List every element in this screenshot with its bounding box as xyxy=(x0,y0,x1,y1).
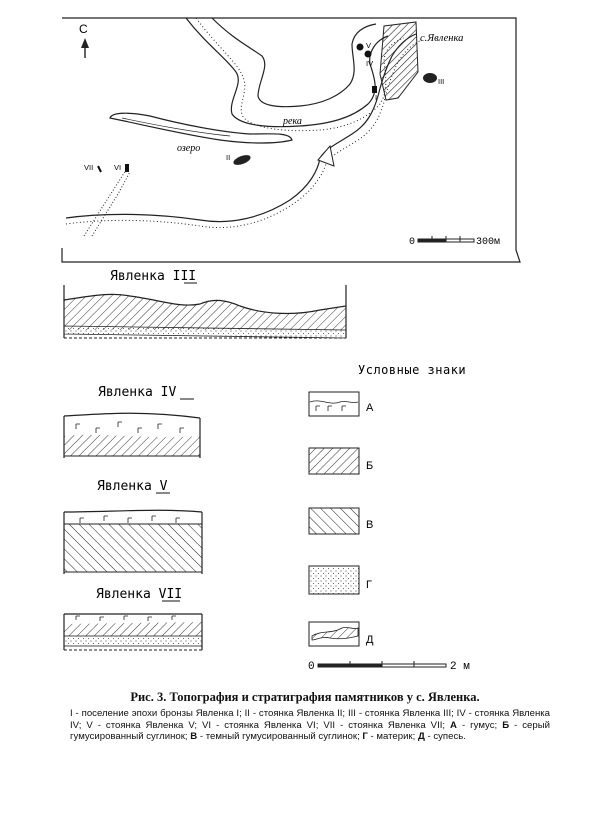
north-arrow-icon xyxy=(81,38,89,58)
site-marker-ii xyxy=(233,155,251,165)
site-label-ii: II xyxy=(226,153,230,162)
section-iii-layer-b xyxy=(64,294,346,330)
river-label: река xyxy=(282,116,302,127)
site-marker-iii xyxy=(423,73,437,83)
village-block xyxy=(379,21,419,101)
site-marker-v xyxy=(356,43,364,51)
section-scale-max: 2 м xyxy=(450,661,470,673)
section-iii: Явленка III xyxy=(63,269,347,339)
legend-swatch-b xyxy=(308,447,360,475)
legend-panel: Условные знаки А Б В Г Д 0 2 м xyxy=(308,363,470,673)
section-iv-title: Явленка IV xyxy=(98,385,176,400)
legend-sites-text: I - поселение эпохи бронзы Явленка I; II… xyxy=(70,708,550,731)
figure-legend: I - поселение эпохи бронзы Явленка I; II… xyxy=(70,708,550,743)
legend-key-v: В xyxy=(190,731,198,743)
legend-key-a: А xyxy=(450,719,457,731)
site-label-iii: III xyxy=(438,77,444,86)
map-frame xyxy=(61,17,521,263)
section-v: Явленка V xyxy=(63,479,203,574)
legend-label-b: Б xyxy=(366,460,373,472)
gully xyxy=(317,144,335,167)
site-label-vi: VI xyxy=(114,163,121,172)
legend-swatch-a xyxy=(308,391,360,417)
section-iv-layer-a xyxy=(75,421,184,433)
section-v-layer-a xyxy=(79,515,180,523)
section-iii-title: Явленка III xyxy=(110,269,196,284)
legend-key-b: Б xyxy=(502,719,510,731)
legend-label-g: Г xyxy=(366,579,372,591)
site-label-iv: IV xyxy=(366,59,373,68)
village-label: с.Явленка xyxy=(420,33,463,44)
terrace-edge xyxy=(195,17,405,132)
ravine xyxy=(83,169,131,237)
river-bank-outer xyxy=(185,17,389,128)
section-iv: Явленка IV xyxy=(63,385,201,458)
legend-text-b: - серый гумусированный суглинок; xyxy=(70,719,550,743)
section-v-layer-v xyxy=(64,524,202,572)
legend-swatch-v xyxy=(308,507,360,535)
topographic-map: С с.Явленка река озеро I II III IV xyxy=(61,17,521,263)
legend-text-g: - материк; xyxy=(367,731,418,743)
lake xyxy=(109,112,293,144)
legend-title: Условные знаки xyxy=(358,363,466,377)
section-vii-layer-a xyxy=(75,615,176,621)
map-scale-max: 300м xyxy=(476,237,500,248)
site-label-i: I xyxy=(375,93,377,102)
legend-label-v: В xyxy=(366,519,373,531)
section-iv-layer-b xyxy=(64,434,200,456)
site-marker-vii xyxy=(97,165,102,173)
section-v-title: Явленка V xyxy=(97,479,168,494)
terrace-line xyxy=(65,33,417,223)
legend-text-v: - темный гумусированный суглинок; xyxy=(197,731,363,743)
legend-key-g: Г xyxy=(362,731,368,743)
site-marker-vi xyxy=(125,164,129,172)
river-bank-inner xyxy=(211,17,377,108)
legend-label-a: А xyxy=(366,402,374,414)
north-label: С xyxy=(79,22,88,36)
legend-key-d: Д xyxy=(417,731,425,743)
site-label-vii: VII xyxy=(84,163,93,172)
section-vii: Явленка VII xyxy=(63,587,203,651)
map-scale-bar xyxy=(417,236,475,243)
figure-caption: Рис. 3. Топография и стратиграфия памятн… xyxy=(130,690,480,704)
section-vii-layer-b xyxy=(64,622,202,636)
site-marker-i xyxy=(372,86,377,93)
lake-label: озеро xyxy=(177,143,200,154)
section-scale-bar xyxy=(317,661,447,668)
section-vii-title: Явленка VII xyxy=(96,587,182,602)
section-vii-layer-g xyxy=(63,635,203,647)
legend-text-d: - супесь. xyxy=(424,731,466,743)
legend-label-d: Д xyxy=(366,634,374,646)
section-scale-zero: 0 xyxy=(308,661,315,673)
site-marker-iv xyxy=(364,50,372,58)
site-label-v: V xyxy=(366,41,371,50)
legend-swatch-g xyxy=(308,565,360,595)
map-scale-zero: 0 xyxy=(409,237,415,248)
legend-text-a: - гумус; xyxy=(456,719,503,731)
lake-shading xyxy=(121,117,231,137)
